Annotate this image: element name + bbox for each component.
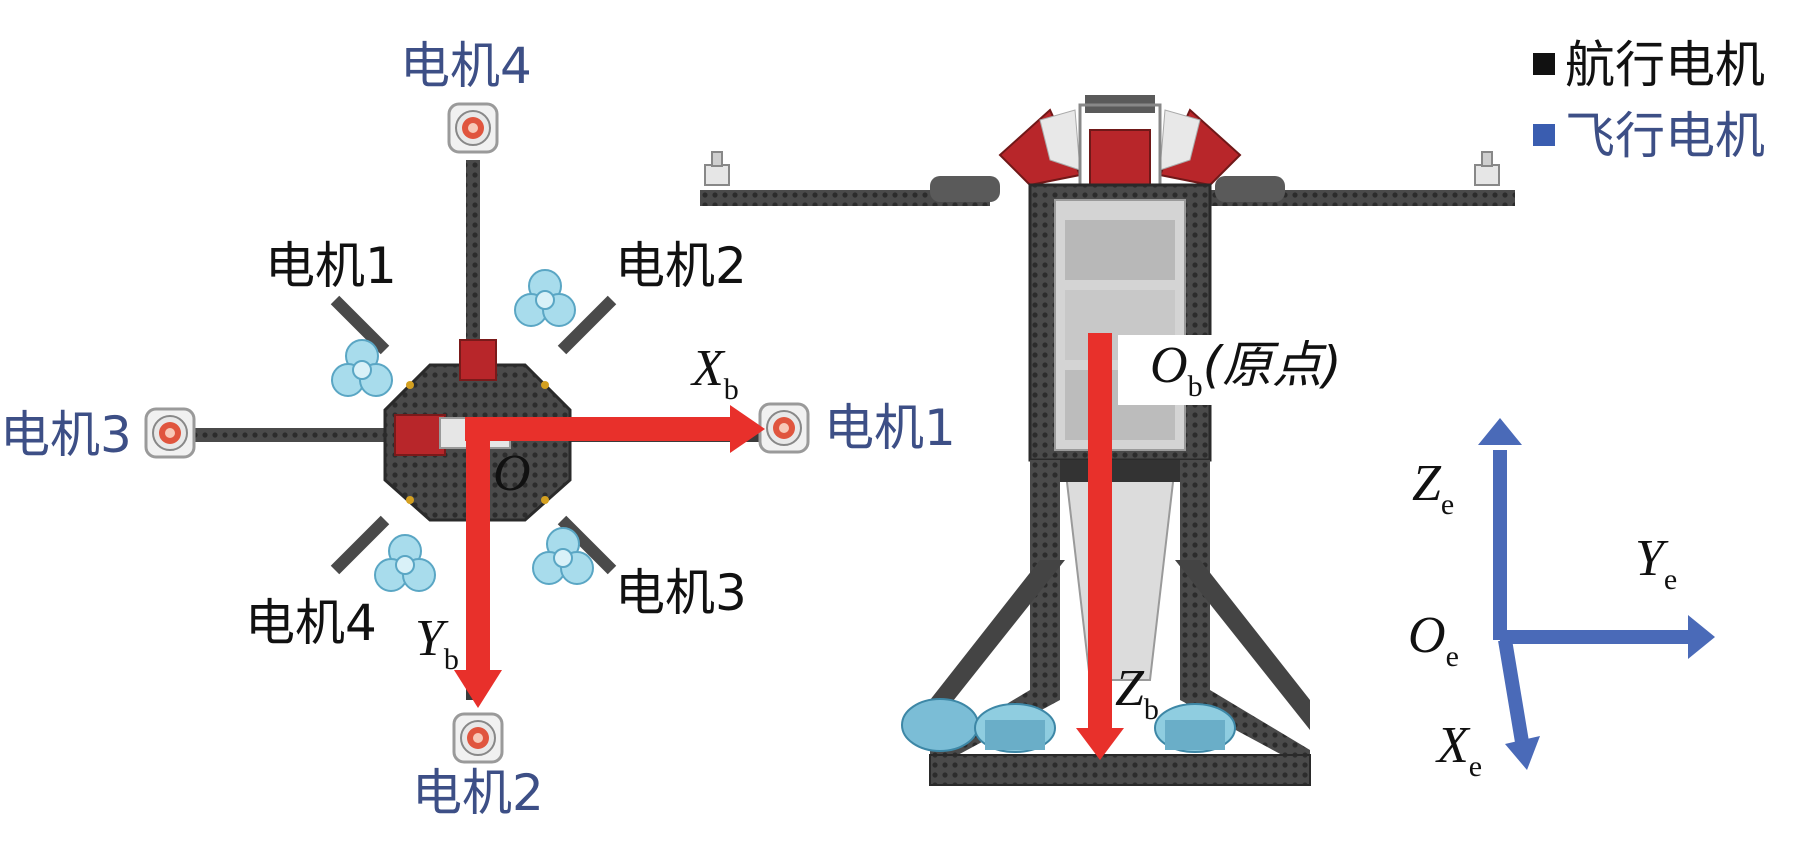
label-motor-top: 电机4 — [400, 37, 532, 95]
motor-end-south — [452, 712, 504, 764]
label-motor-upper-right: 电机2 — [615, 237, 747, 295]
label-motor-upper-left: 电机1 — [265, 237, 397, 295]
legend: 航行电机 飞行电机 — [1533, 36, 1765, 165]
zb-axis-shaft — [1088, 333, 1112, 733]
motor-end-east — [758, 402, 810, 454]
side-view: Ob(原点) Zb — [700, 95, 1515, 786]
prop-lower-left — [374, 534, 436, 592]
label-ob-origin: Ob(原点) — [1150, 336, 1342, 403]
flight-motor-swatch — [1533, 124, 1555, 146]
side-arm-left — [700, 190, 990, 206]
top-arm-west — [195, 428, 395, 442]
side-leg-right — [1180, 460, 1310, 770]
xb-axis-head — [730, 405, 765, 453]
legend-sail-motor-label: 航行电机 — [1565, 36, 1765, 94]
label-oe: Oe — [1408, 607, 1459, 673]
xe-axis-shaft — [1498, 638, 1529, 744]
label-motor-left: 电机3 — [0, 406, 132, 464]
zb-axis-head — [1076, 728, 1124, 760]
label-origin-o: O — [493, 445, 531, 502]
motor-end-north — [447, 102, 499, 154]
side-base — [929, 754, 1311, 786]
label-ye: Ye — [1635, 530, 1677, 596]
prop-upper-right — [514, 269, 576, 327]
label-yb: Yb — [415, 610, 459, 676]
top-arm-north — [466, 160, 480, 340]
label-xb: Xb — [690, 340, 739, 406]
yb-axis-head — [454, 670, 502, 708]
xb-axis-shaft — [465, 417, 735, 441]
earth-frame: Ze Ye Oe Xe — [1408, 418, 1715, 783]
xe-axis-head — [1505, 736, 1540, 770]
label-motor-lower-right: 电机3 — [615, 564, 747, 622]
label-motor-bottom: 电机2 — [412, 764, 544, 822]
side-leg-left — [930, 460, 1060, 770]
ze-axis-head — [1478, 418, 1522, 445]
ye-axis-head — [1688, 615, 1715, 659]
label-motor-right: 电机1 — [824, 399, 956, 457]
label-zb: Zb — [1115, 660, 1159, 726]
label-ze: Ze — [1412, 455, 1454, 521]
label-xe: Xe — [1435, 717, 1482, 783]
top-view: 电机4 电机3 电机1 电机2 电机1 电机2 电机3 电机4 Xb O Yb — [0, 37, 956, 822]
sail-motor-swatch — [1533, 53, 1555, 75]
motor-end-west — [144, 407, 196, 459]
label-motor-lower-left: 电机4 — [245, 594, 377, 652]
yb-axis-shaft — [466, 420, 490, 675]
legend-flight-motor-label: 飞行电机 — [1565, 107, 1765, 165]
